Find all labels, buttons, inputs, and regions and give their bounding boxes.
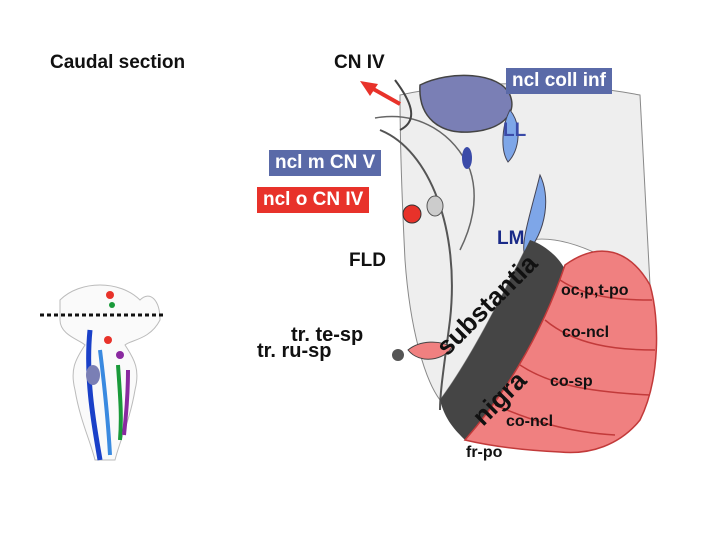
label-ncl-m-cn-v: ncl m CN V	[269, 150, 382, 176]
label-tr-ru-sp: tr. ru-sp	[257, 340, 332, 362]
label-co-sp: co-sp	[550, 373, 593, 390]
cn-iv-arrowhead	[360, 81, 378, 96]
label-co-ncl-lower: co-ncl	[506, 413, 554, 430]
label-fr-po: fr-po	[466, 444, 503, 461]
label-fld: FLD	[349, 250, 386, 271]
brainstem-schematic	[40, 284, 165, 461]
peduncle-divider-4	[494, 404, 616, 436]
peduncle-divider-2	[544, 319, 656, 351]
label-ncl-o-cn-iv: ncl o CN IV	[257, 187, 370, 213]
cn-iv-fiber	[394, 79, 413, 131]
lateral-lemniscus	[502, 109, 519, 163]
label-cn-iv: CN IV	[334, 52, 385, 73]
tr-ru-sp-bundle	[407, 341, 453, 360]
label-lm: LM	[497, 228, 525, 249]
label-ll: LL	[503, 120, 527, 141]
midline-curve	[379, 129, 453, 411]
label-tr-te-sp: tr. te-sp	[291, 324, 364, 346]
caption-caudal-section: Caudal section	[50, 52, 186, 73]
label-co-ncl-upper: co-ncl	[562, 324, 610, 341]
peduncle-divider-3	[519, 364, 651, 396]
substantia-nigra	[440, 240, 565, 440]
ncl-m-cn-v-nucleus	[462, 147, 472, 169]
cerebral-peduncle	[463, 250, 658, 454]
fld-bundle	[426, 195, 444, 217]
ncl-o-cn-iv-nucleus	[402, 204, 422, 224]
peduncle-divider-1	[559, 279, 653, 301]
label-ncl-coll-inf: ncl coll inf	[506, 68, 612, 94]
tr-te-sp-bundle	[392, 349, 404, 361]
label-oc-p-t-po: oc,p,t-po	[561, 282, 629, 299]
